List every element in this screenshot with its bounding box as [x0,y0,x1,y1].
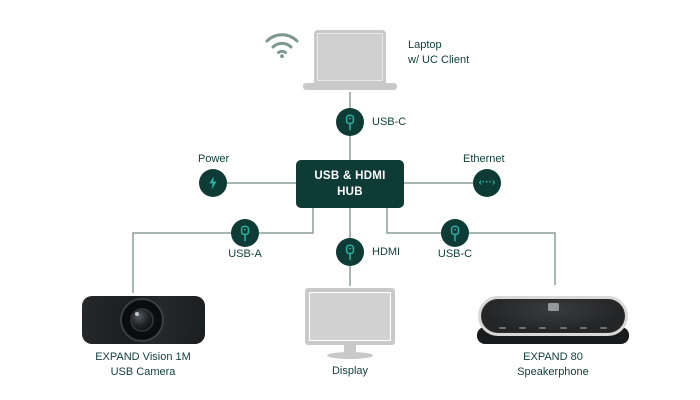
laptop-screen [317,33,383,81]
power-badge [199,169,227,197]
usb-a-badge [231,219,259,247]
display-stand-neck [344,344,356,353]
speakerphone-label-line1: EXPAND 80 [523,351,583,363]
usb-c-top-label: USB-C [372,116,407,128]
usb-plug-icon [240,225,250,241]
hdmi-label: HDMI [372,246,401,258]
hub-label-line1: USB & HDMI [314,169,386,182]
laptop-label-line2: w/ UC Client [408,53,470,66]
camera-lens-glint [135,312,139,316]
line-hub-to-camera [132,208,314,293]
usb-a-label: USB-A [228,248,262,260]
usb-c-bottom-label: USB-C [437,248,473,260]
ethernet-icon: ‹···› [478,176,496,188]
usb-hdmi-hub-box: USB & HDMI HUB [296,160,404,208]
camera-label-line1: EXPAND Vision 1M [95,351,191,363]
ethernet-badge: ‹···› [473,169,501,197]
camera-label: EXPAND Vision 1M USB Camera [63,350,223,379]
display-stand-foot [327,352,373,359]
hdmi-plug-icon [345,244,355,260]
speakerphone-label-line2: Speakerphone [517,365,589,378]
hub-label-line2: HUB [337,186,363,198]
speakerphone-buttons [499,326,607,330]
display-label: Display [331,365,369,377]
speakerphone-illustration [478,296,628,336]
laptop-illustration [314,30,386,84]
laptop-label: Laptop w/ UC Client [408,38,469,67]
speakerphone-label: EXPAND 80 Speakerphone [473,350,633,379]
camera-label-line2: USB Camera [110,365,176,378]
laptop-label-line1: Laptop [408,39,442,51]
usb-c-bottom-badge [441,219,469,247]
line-hub-to-speakerphone [386,208,556,285]
usb-plug-icon [345,114,355,130]
display-screen [310,293,390,340]
camera-lens [120,298,164,342]
power-bolt-icon [209,176,217,190]
laptop-base [303,83,397,90]
hdmi-badge [336,238,364,266]
ethernet-label: Ethernet [463,153,505,165]
camera-illustration [82,296,205,344]
speakerphone-logo [548,303,559,311]
display-illustration [305,288,395,345]
usb-c-top-badge [336,108,364,136]
usb-plug-icon [450,225,460,241]
power-label: Power [198,153,230,165]
wifi-icon [265,33,299,59]
camera-lens-inner [130,308,154,332]
